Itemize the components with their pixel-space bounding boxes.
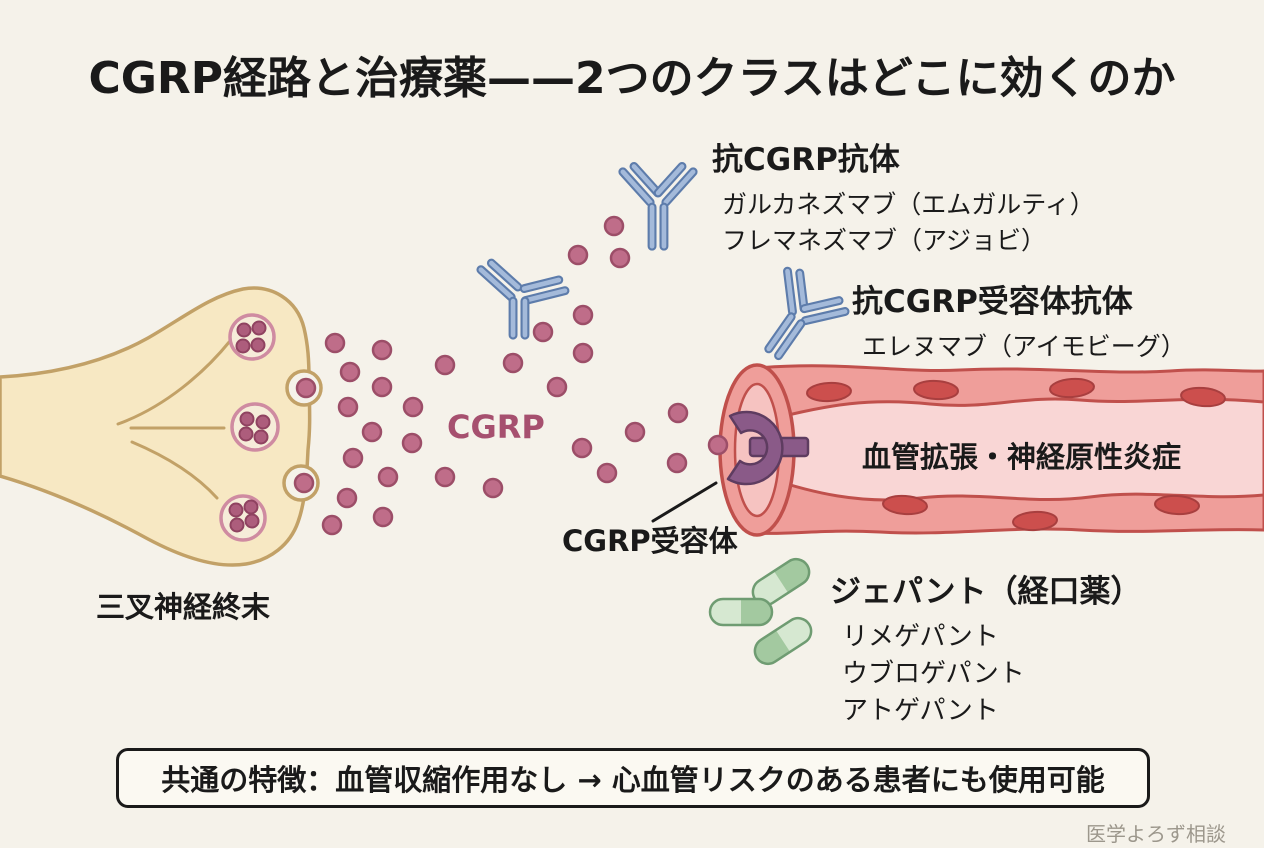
cgrp-label: CGRP [447, 408, 545, 446]
vessel-effect-label: 血管拡張・神経原性炎症 [862, 440, 1182, 474]
common-feature-note-box: 共通の特徴：血管収縮作用なし → 心血管リスクのある患者にも使用可能 [116, 748, 1150, 808]
synaptic-vesicle [228, 313, 276, 361]
endothelial-nucleus [1012, 510, 1058, 532]
drug-name: エレヌマブ（アイモビーグ） [862, 332, 1186, 361]
page-title: CGRP経路と治療薬——2つのクラスはどこに効くのか [88, 53, 1176, 104]
membrane-fold-line [116, 339, 232, 426]
cgrp-receptor-shape [726, 410, 810, 486]
cgrp-molecule-dot [707, 434, 729, 456]
endothelial-nucleus [882, 494, 928, 516]
drug-name: フレマネズマブ（アジョビ） [722, 226, 1047, 255]
cgrp-molecule-dot [295, 377, 317, 399]
gepant-label-block: ジェパント（経口薬） リメゲパント ウブロゲパント アトゲパント [830, 566, 1142, 730]
anti-cgrp-antibody-heading: 抗CGRP抗体 [712, 142, 900, 178]
endothelial-nucleus [1180, 386, 1226, 408]
cgrp-receptor-label: CGRP受容体 [562, 524, 738, 558]
drug-name: リメゲパント [842, 622, 999, 652]
antibody-icon [737, 256, 858, 379]
anti-cgrp-antibody-label-block: 抗CGRP抗体 ガルカネズマブ（エムガルティ） フレマネズマブ（アジョビ） [712, 134, 1095, 259]
membrane-fold-line [130, 440, 219, 500]
watermark: 医学よろず相談 [1086, 822, 1226, 846]
anti-cgrp-receptor-antibody-label-block: 抗CGRP受容体抗体 エレヌマブ（アイモビーグ） [852, 276, 1186, 365]
synaptic-vesicle [219, 494, 267, 542]
receptor-pointer-line [651, 481, 718, 523]
nerve-terminal-label: 三叉神経終末 [96, 590, 271, 624]
endothelial-nucleus [806, 381, 852, 403]
antibody-icon [617, 158, 699, 251]
endothelial-nucleus [1154, 494, 1200, 516]
pill-icon [708, 597, 774, 627]
drug-name: ガルカネズマブ（エムガルティ） [722, 190, 1095, 219]
blood-vessel [718, 363, 1264, 537]
drug-name: アトゲパント [842, 696, 999, 726]
drug-name: ウブロゲパント [842, 659, 1025, 689]
endothelial-nucleus [913, 379, 959, 401]
cgrp-molecule-dot [293, 472, 315, 494]
nerve-terminal-shape [0, 286, 323, 567]
synaptic-vesicle [230, 402, 280, 452]
antibody-icon [475, 255, 571, 340]
anti-cgrp-receptor-antibody-heading: 抗CGRP受容体抗体 [852, 284, 1133, 320]
endothelial-nucleus [1049, 377, 1095, 399]
common-feature-note-text: 共通の特徴：血管収縮作用なし → 心血管リスクのある患者にも使用可能 [161, 763, 1105, 797]
cgrp-molecules [321, 215, 689, 536]
gepant-heading: ジェパント（経口薬） [830, 574, 1142, 610]
